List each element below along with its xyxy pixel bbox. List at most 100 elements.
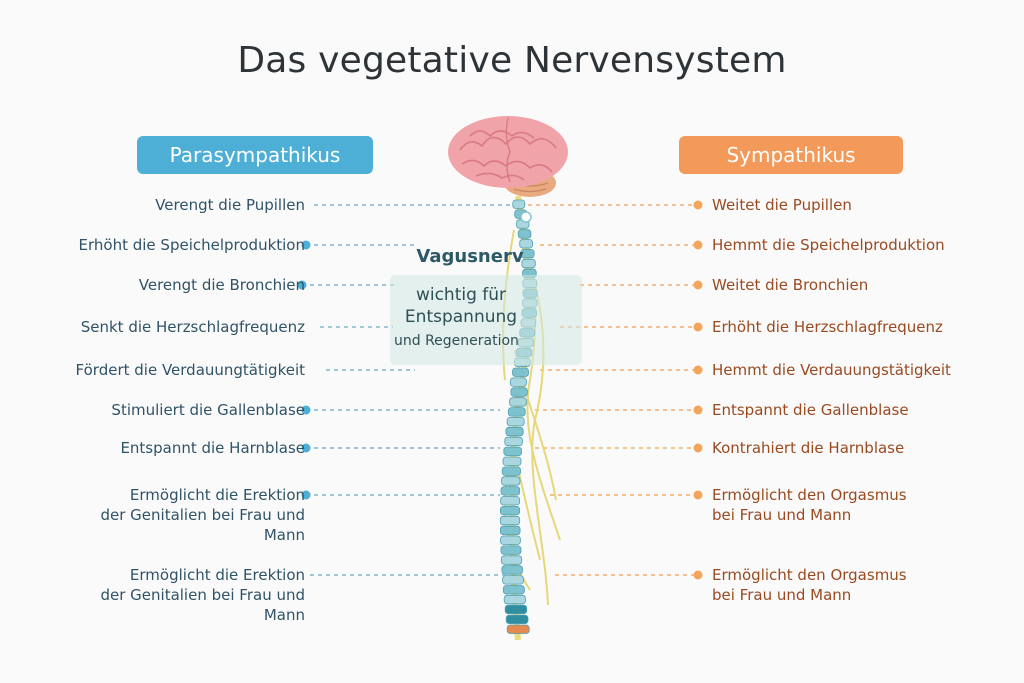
sympathetic-effect-line: Entspannt die Gallenblase: [712, 401, 909, 419]
page-title: Das vegetative Nervensystem: [237, 40, 787, 81]
vertebra: [504, 436, 523, 447]
vertebra: [519, 239, 534, 249]
sympathetic-dot: [693, 322, 703, 332]
vertebra: [501, 466, 521, 476]
parasympathetic-effect-label: Verengt die Bronchien: [139, 275, 305, 295]
vertebra: [499, 505, 520, 516]
vertebra: [506, 416, 525, 427]
vertebra: [500, 545, 522, 555]
parasympathetic-effect-line: Mann: [263, 606, 305, 624]
vertebra: [501, 565, 523, 575]
parasympathetic-effect-line: Fördert die Verdauungtätigkeit: [75, 361, 305, 379]
vagus-text-line3: und Regeneration: [394, 333, 519, 349]
parasympathetic-effect-line: Senkt die Herzschlagfrequenz: [80, 318, 305, 336]
vertebra: [520, 248, 535, 259]
sympathetic-dot: [693, 200, 703, 210]
sympathetic-effect-label: Weitet die Pupillen: [712, 195, 852, 215]
sympathikus-header: Sympathikus: [679, 136, 903, 174]
sympathetic-effect-label: Entspannt die Gallenblase: [712, 400, 909, 420]
sympathetic-effect-line: Hemmt die Verdauungstätigkeit: [712, 361, 951, 379]
parasympathetic-effect-line: Erhöht die Speichelproduktion: [78, 236, 305, 254]
vertebra: [506, 624, 530, 634]
vertebra: [502, 456, 522, 466]
sympathetic-effect-line: bei Frau und Mann: [712, 586, 852, 604]
parasympathikus-header: Parasympathikus: [137, 136, 373, 174]
vertebra: [500, 535, 521, 545]
parasympathetic-effect-label: Stimuliert die Gallenblase: [111, 400, 305, 420]
parasympathetic-effect-line: Verengt die Pupillen: [155, 196, 305, 214]
vertebra: [502, 575, 524, 585]
sympathetic-effect-label: Kontrahiert die Harnblase: [712, 438, 904, 458]
vagus-text-line1: wichtig für: [415, 285, 507, 305]
sympathetic-effect-line: Kontrahiert die Harnblase: [712, 439, 905, 457]
sympathetic-effect-line: Weitet die Pupillen: [712, 196, 852, 214]
sympathetic-effect-line: Erhöht die Herzschlagfrequenz: [712, 318, 943, 336]
parasympathetic-dot: [301, 240, 311, 250]
connector-lines: [297, 200, 703, 580]
vertebra: [503, 446, 522, 457]
parasympathetic-effect-label: Ermöglicht die Erektion der Genitalien be…: [100, 485, 305, 545]
sympathetic-effect-line: Hemmt die Speichelproduktion: [712, 236, 945, 254]
vagus-origin-node: [520, 211, 532, 223]
parasympathetic-effect-label: Verengt die Pupillen: [155, 195, 305, 215]
parasympathetic-effect-line: Mann: [263, 526, 305, 544]
sympathetic-dot: [693, 443, 703, 453]
sympathetic-dot: [693, 240, 703, 250]
sympathetic-effect-label: Ermöglicht den Orgasmus bei Frau und Mann: [712, 485, 907, 525]
vertebra: [499, 525, 521, 536]
vertebra: [507, 407, 526, 417]
vertebra: [505, 614, 529, 624]
sympathetic-effect-label: Ermöglicht den Orgasmus bei Frau und Mann: [712, 565, 907, 605]
parasympathetic-effect-label: Erhöht die Speichelproduktion: [79, 235, 305, 255]
sympathetic-effect-line: bei Frau und Mann: [712, 506, 852, 524]
parasympathetic-dot: [301, 443, 311, 453]
vertebra: [517, 229, 532, 239]
parasympathetic-effect-label: Senkt die Herzschlagfrequenz: [81, 317, 305, 337]
vagus-text-line2: Entspannung: [404, 307, 518, 327]
vertebra: [521, 258, 536, 269]
sympathetic-dot: [693, 405, 703, 415]
parasympathetic-effect-label: Entspannt die Harnblase: [120, 438, 305, 458]
sympathetic-effect-label: Hemmt die Speichelproduktion: [712, 235, 945, 255]
vertebra: [500, 496, 521, 506]
parasympathetic-effect-label: Ermöglicht die Erektion der Genitalien be…: [100, 565, 305, 625]
parasympathetic-effect-label: Fördert die Verdauungtätigkeit: [76, 360, 305, 380]
vertebra: [512, 199, 526, 209]
vertebra: [502, 585, 525, 595]
vertebra: [499, 515, 521, 526]
sympathetic-effect-line: Ermöglicht den Orgasmus: [712, 566, 907, 584]
sympathetic-dot: [693, 280, 703, 290]
sympathetic-dot: [693, 490, 703, 500]
sympathetic-effect-label: Hemmt die Verdauungstätigkeit: [712, 360, 951, 380]
vertebra: [504, 604, 528, 615]
parasympathetic-dot: [301, 405, 311, 415]
parasympathetic-effect-line: der Genitalien bei Frau und: [100, 586, 305, 604]
vertebra: [505, 426, 524, 437]
sympathetic-effect-line: Weitet die Bronchien: [712, 276, 869, 294]
sympathetic-dot: [693, 570, 703, 580]
vertebra: [509, 397, 527, 407]
vertebra: [500, 555, 523, 565]
sympathetic-effect-label: Erhöht die Herzschlagfrequenz: [712, 317, 943, 337]
parasympathetic-dot: [297, 280, 307, 290]
vertebra: [501, 476, 521, 486]
brain: [448, 116, 568, 197]
parasympathetic-effect-line: Verengt die Bronchien: [138, 276, 305, 294]
parasympathetic-effect-line: Stimuliert die Gallenblase: [111, 401, 305, 419]
sympathetic-dot: [693, 365, 703, 375]
parasympathetic-effect-line: Ermöglicht die Erektion: [129, 486, 305, 504]
sympathetic-effect-label: Weitet die Bronchien: [712, 275, 868, 295]
vertebra: [500, 486, 521, 496]
parasympathetic-effect-line: der Genitalien bei Frau und: [100, 506, 305, 524]
spinal-column: [499, 195, 538, 641]
parasympathetic-dot: [301, 490, 311, 500]
sympathetic-effect-line: Ermöglicht den Orgasmus: [712, 486, 907, 504]
vagus-title: Vagusnerv: [416, 246, 524, 267]
parasympathetic-effect-line: Ermöglicht die Erektion: [129, 566, 305, 584]
parasympathetic-effect-line: Entspannt die Harnblase: [120, 439, 305, 457]
vertebra: [510, 387, 528, 397]
vagus-info-box: [390, 275, 582, 365]
vertebra: [509, 377, 527, 387]
vertebra: [503, 594, 526, 605]
